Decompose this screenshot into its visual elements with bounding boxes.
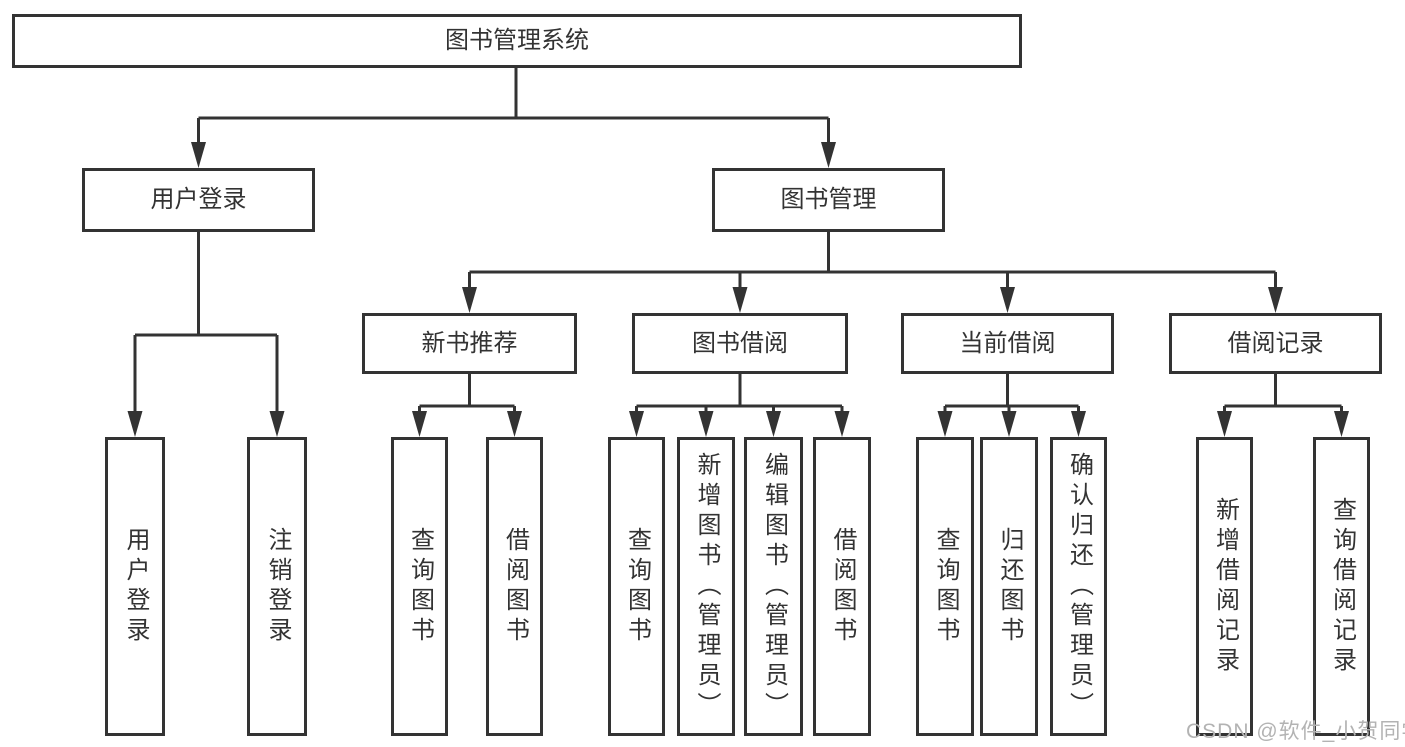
node-label: 确认归还（管理员） [1065,451,1093,722]
connector-root [197,68,830,148]
leaf-confirm-return-admin: 确认归还（管理员） [1050,437,1107,736]
arrow-icon [1334,411,1349,437]
node-label: 图书借阅 [692,329,788,357]
node-label: 借阅图书 [501,526,529,647]
arrow-icon [1071,411,1086,437]
leaf-logout: 注销登录 [247,437,307,736]
node-label: 用户登录 [122,526,149,647]
arrow-icon [462,287,477,313]
leaf-add-book-admin: 新增图书（管理员） [677,437,735,736]
leaf-query-borrow-record: 查询借阅记录 [1313,437,1370,736]
node-label: 新增借阅记录 [1211,496,1239,677]
arrow-icon [937,411,953,437]
node-library-management-system: 图书管理系统 [12,14,1022,68]
arrow-icon [127,411,143,437]
connector-new-book-recommend [418,374,516,416]
node-label: 图书管理 [780,186,877,213]
arrowheads [127,142,1349,437]
arrow-icon [821,142,836,168]
node-label: 新增图书（管理员） [693,451,720,722]
node-label: 查询图书 [932,526,959,647]
node-label: 注销登录 [264,526,291,647]
arrow-icon [834,411,850,437]
leaf-return-books: 归还图书 [980,437,1038,736]
node-label: 图书管理系统 [445,27,589,54]
arrow-icon [732,287,748,313]
node-user-login: 用户登录 [82,168,315,232]
node-label: 查询借阅记录 [1328,496,1356,677]
node-label: 当前借阅 [959,329,1056,357]
node-label: 借阅图书 [829,526,856,647]
connector-book-management [468,232,1277,292]
csdn-watermark: CSDN @软件_小贺同学 [1186,720,1405,743]
node-label: 新书推荐 [421,329,518,357]
arrow-icon [412,411,427,437]
node-label: 借阅记录 [1227,329,1324,357]
arrow-icon [629,411,644,437]
connector-current-borrowing [943,374,1080,416]
leaf-edit-book-admin: 编辑图书（管理员） [744,437,803,736]
arrow-icon [766,411,781,437]
arrow-icon [269,411,285,437]
node-borrowing-records: 借阅记录 [1169,313,1382,374]
leaf-user-login: 用户登录 [105,437,165,736]
arrow-icon [698,411,714,437]
node-label: 用户登录 [150,186,247,213]
connector-borrowing-records [1223,374,1343,416]
node-label: 归还图书 [996,526,1023,647]
connector-user-login [133,232,279,416]
leaf-query-books-2: 查询图书 [608,437,665,736]
node-book-borrowing: 图书借阅 [632,313,848,374]
leaf-borrow-books-1: 借阅图书 [486,437,543,736]
connector-book-borrowing [635,374,844,416]
node-current-borrowing: 当前借阅 [901,313,1114,374]
leaf-add-borrow-record: 新增借阅记录 [1196,437,1253,736]
node-label: 查询图书 [406,526,434,647]
arrow-icon [507,411,522,437]
arrow-icon [1268,287,1283,313]
node-label: 查询图书 [623,526,651,647]
arrow-icon [191,142,206,168]
node-book-management: 图书管理 [712,168,945,232]
node-new-book-recommend: 新书推荐 [362,313,577,374]
leaf-query-books-1: 查询图书 [391,437,448,736]
arrow-icon [1217,411,1232,437]
arrow-icon [1001,411,1017,437]
arrow-icon [1000,287,1015,313]
node-label: 编辑图书（管理员） [760,451,788,722]
leaf-query-books-3: 查询图书 [916,437,974,736]
leaf-borrow-books-2: 借阅图书 [813,437,871,736]
